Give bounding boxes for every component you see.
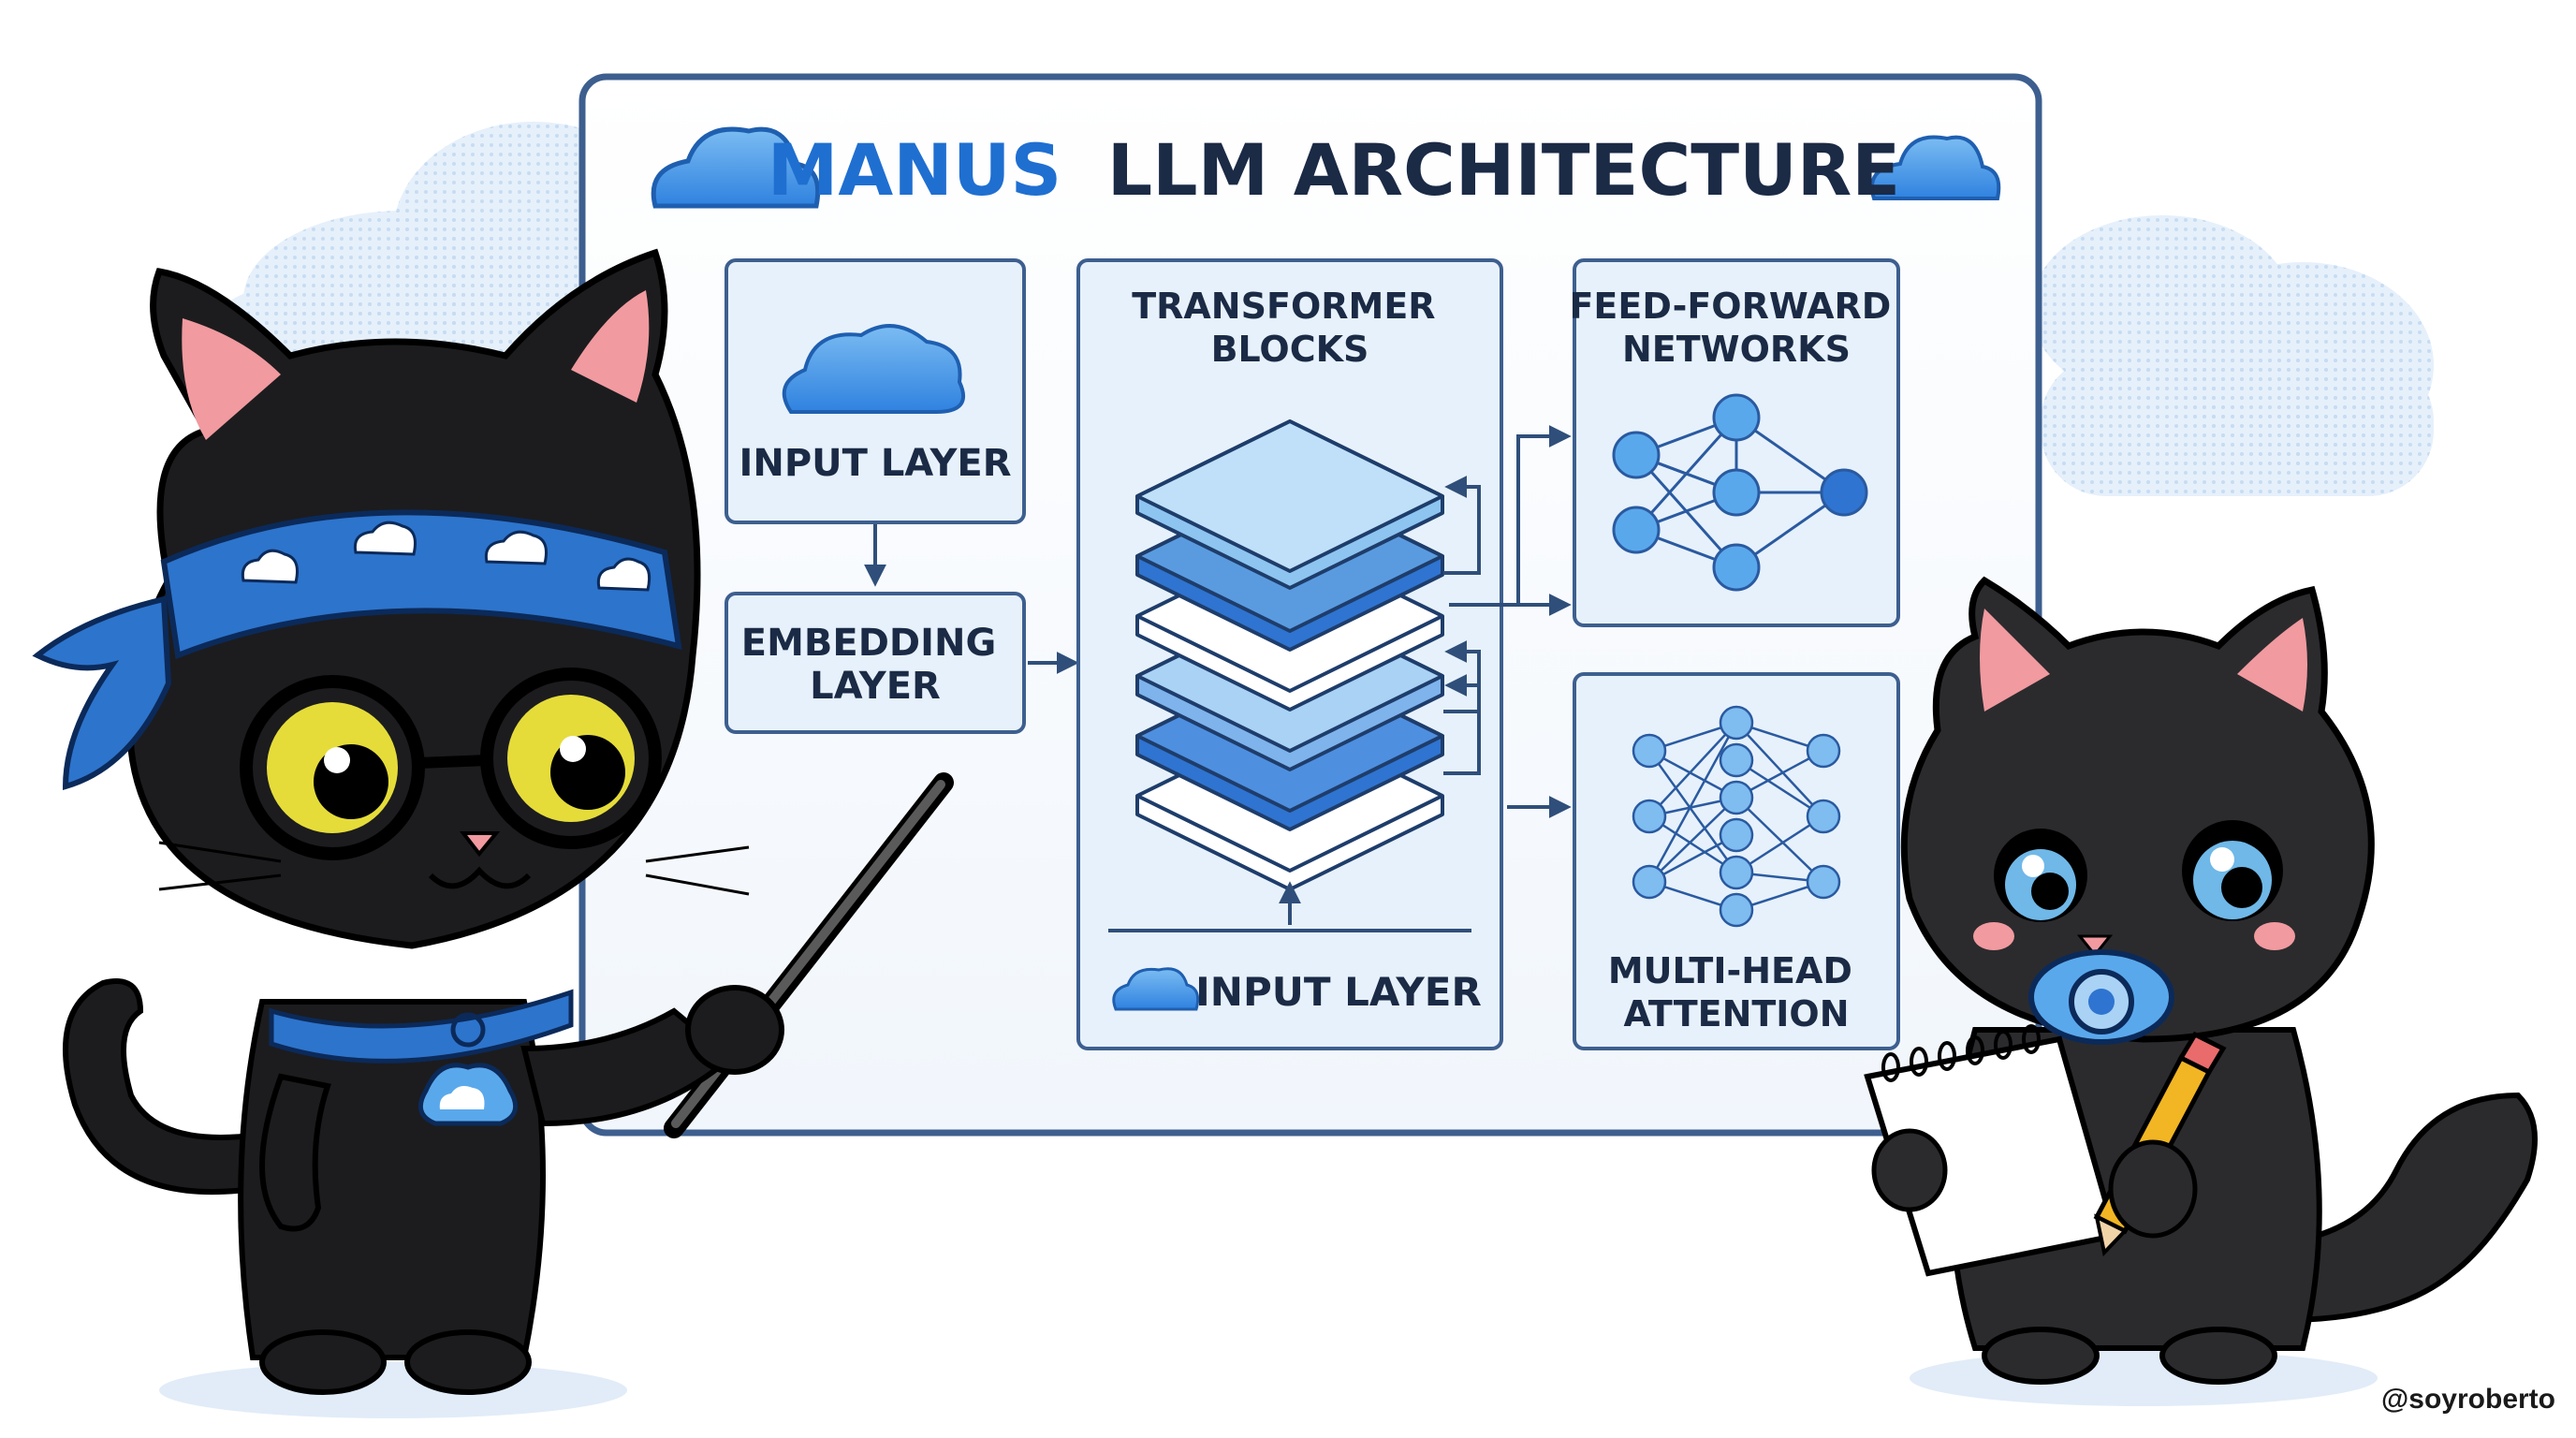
embedding-layer-box	[724, 592, 1026, 734]
glasses-icon	[240, 668, 662, 860]
author-credit: @soyroberto	[2376, 1382, 2561, 1417]
feed-forward-neural-network-icon	[1612, 393, 1868, 592]
teacher-cat-tail	[63, 978, 276, 1195]
input-layer-cloud-icon	[782, 324, 966, 414]
student-cat-head	[1900, 576, 2375, 1043]
title-cloud-right-icon	[1870, 135, 2001, 200]
multi-head-label: MULTI-HEAD ATTENTION	[1608, 950, 1865, 1034]
embedding-layer-label: EMBEDDING LAYER	[741, 622, 1009, 708]
transformer-blocks-label-line2: BLOCKS	[1211, 329, 1369, 370]
multi-head-label-line1: MULTI-HEAD	[1608, 950, 1852, 991]
board-title: MANUS LLM ARCHITECTURE	[768, 128, 1900, 212]
feed-forward-label: FEED-FORWARD NETWORKS	[1569, 286, 1903, 370]
input-layer-label: INPUT LAYER	[739, 442, 1011, 485]
embedding-layer-label-line2: LAYER	[810, 665, 941, 708]
transformer-input-label: INPUT LAYER	[1195, 969, 1482, 1015]
student-cat-shadow	[1910, 1350, 2378, 1406]
residual-arrows	[1443, 476, 1481, 775]
embedding-layer-label-line1: EMBEDDING	[741, 622, 997, 665]
feed-forward-label-line2: NETWORKS	[1622, 329, 1851, 370]
collar-cloud-tag-icon	[417, 1012, 519, 1126]
transformer-blocks-label: TRANSFORMER BLOCKS	[1132, 286, 1448, 370]
transformer-blocks-label-line1: TRANSFORMER	[1132, 286, 1435, 327]
multi-head-neural-network-icon	[1632, 705, 1841, 928]
title-cloud-left-icon	[651, 126, 821, 209]
multi-head-label-line2: ATTENTION	[1623, 993, 1849, 1034]
board-title-main: LLM ARCHITECTURE	[1107, 128, 1900, 212]
pacifier-icon	[2028, 949, 2174, 1045]
transformer-input-cloud-icon	[1112, 967, 1200, 1011]
layer-stack-icon	[1135, 419, 1444, 891]
teacher-cat-collar	[269, 989, 574, 1064]
board-title-accent: MANUS	[768, 128, 1062, 212]
headband-icon	[32, 509, 682, 790]
stack-layer-1	[1135, 419, 1444, 590]
feed-forward-label-line1: FEED-FORWARD	[1569, 286, 1891, 327]
